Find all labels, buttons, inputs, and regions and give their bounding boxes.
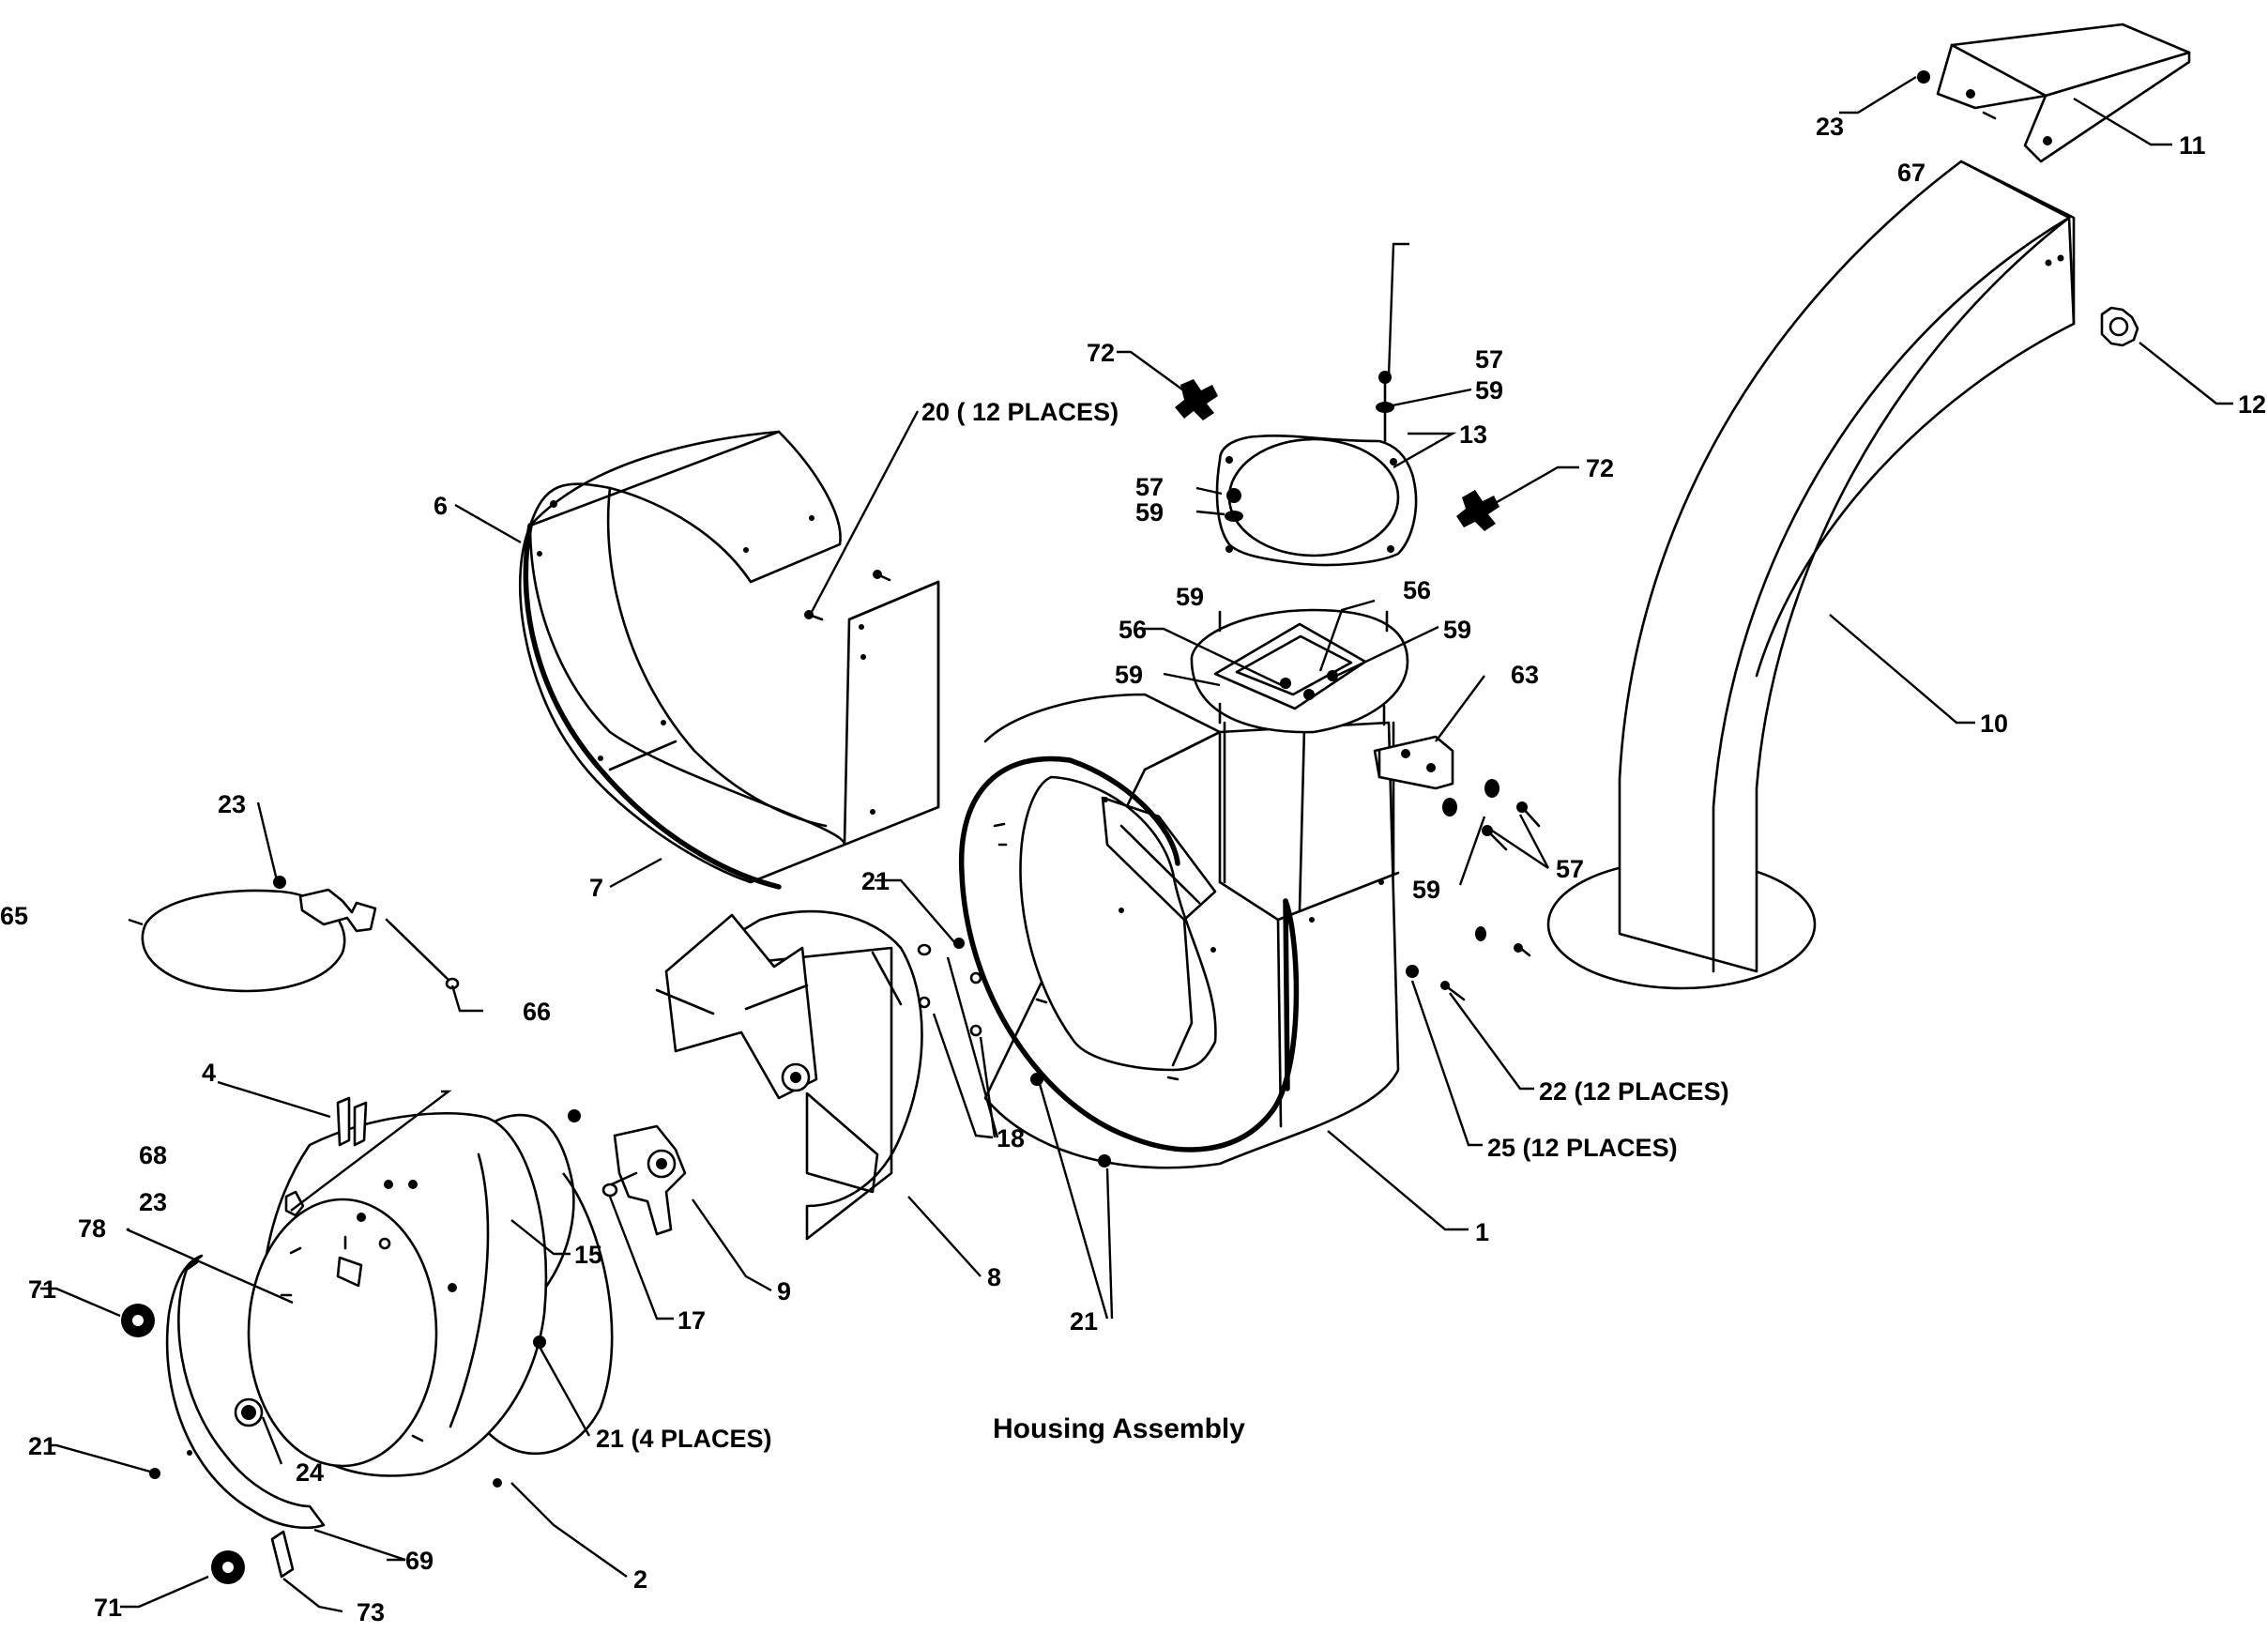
callout-15: 15 (574, 1241, 602, 1269)
leader-lines (40, 75, 2233, 1613)
callout-11: 11 (2179, 131, 2206, 160)
callout-7: 7 (589, 874, 603, 902)
part-17-bolt (601, 1171, 638, 1198)
callout-72-a: 72 (1087, 339, 1115, 367)
callout-labels: 1 2 4 6 7 8 9 10 11 12 13 15 17 18 20 ( … (0, 113, 2266, 1626)
part-73-tab (270, 1530, 295, 1579)
part-2-inlet-plate (247, 1112, 548, 1488)
callout-23-b: 23 (218, 790, 246, 818)
callout-73: 73 (357, 1598, 385, 1626)
callout-72-b: 72 (1586, 454, 1614, 482)
part-13-ring-flange (1215, 435, 1418, 567)
hardware-18-21 (917, 938, 1111, 1168)
part-10-discharge-chute (1546, 160, 2076, 990)
callout-59-b: 59 (1135, 498, 1164, 527)
callout-57-b: 57 (1135, 473, 1164, 501)
callout-6: 6 (434, 492, 448, 520)
callout-23-c: 23 (1816, 113, 1844, 141)
callout-69: 69 (405, 1547, 434, 1575)
part-9-hub (613, 1124, 687, 1236)
callout-2: 2 (633, 1565, 647, 1594)
callout-18: 18 (997, 1124, 1025, 1152)
callout-71-b: 71 (94, 1594, 122, 1622)
part-71-knob-lower (211, 1550, 245, 1584)
callout-67: 67 (1897, 159, 1926, 187)
callout-57-a: 57 (1475, 345, 1503, 374)
callout-22: 22 (12 PLACES) (1539, 1077, 1729, 1106)
part-6-7-scroll-band (518, 430, 940, 890)
part-11-deflector (1917, 23, 2191, 163)
part-71-knob-upper (121, 1304, 155, 1337)
callout-68: 68 (139, 1141, 167, 1169)
part-21-nut (149, 1468, 160, 1479)
callout-59-e: 59 (1115, 661, 1143, 689)
callout-56-b: 56 (1119, 616, 1147, 644)
callout-59-d: 59 (1443, 616, 1471, 644)
hardware-right-housing (1406, 779, 1541, 1001)
callout-20: 20 ( 12 PLACES) (921, 398, 1119, 426)
callout-1: 1 (1475, 1218, 1489, 1246)
callout-59-a: 59 (1475, 376, 1503, 404)
callout-78: 78 (78, 1214, 106, 1243)
part-8-impeller (655, 909, 923, 1241)
callout-21-a: 21 (861, 867, 890, 895)
part-1-housing (958, 693, 1400, 1169)
callout-66: 66 (523, 998, 551, 1026)
callout-57-c: 57 (1556, 855, 1584, 883)
callout-25: 25 (12 PLACES) (1487, 1134, 1678, 1162)
part-65-cover (141, 876, 377, 993)
callout-10: 10 (1980, 710, 2008, 738)
part-12-knob (2100, 306, 2139, 347)
part-69-band (165, 1254, 326, 1530)
diagram-title: Housing Assembly (993, 1413, 1245, 1444)
callout-9: 9 (777, 1277, 791, 1305)
callout-24: 24 (296, 1458, 324, 1487)
callout-12: 12 (2238, 390, 2266, 419)
callout-56-a: 56 (1403, 576, 1431, 604)
part-66-pin (385, 918, 460, 990)
callout-17: 17 (677, 1306, 706, 1335)
callout-8: 8 (987, 1263, 1001, 1291)
callout-63: 63 (1511, 661, 1539, 689)
callout-21-c: 21 (28, 1432, 56, 1460)
callout-21-b: 21 (1070, 1307, 1098, 1335)
part-1-inlet-transition (1190, 608, 1409, 884)
callout-21-d: 21 (4 PLACES) (596, 1425, 772, 1453)
part-63-bracket (1373, 735, 1454, 790)
part-72-wing-nut-left (1175, 379, 1218, 420)
part-72-wing-nut-right (1456, 490, 1499, 531)
callout-71-a: 71 (28, 1275, 56, 1304)
callout-4: 4 (202, 1059, 216, 1087)
callout-65: 65 (0, 902, 28, 930)
callout-59-f: 59 (1412, 876, 1440, 904)
callout-13: 13 (1459, 420, 1487, 449)
part-4-clip (336, 1096, 368, 1147)
callout-23-a: 23 (139, 1188, 167, 1216)
part-68-spring (284, 1190, 305, 1217)
callout-59-c: 59 (1176, 583, 1204, 611)
